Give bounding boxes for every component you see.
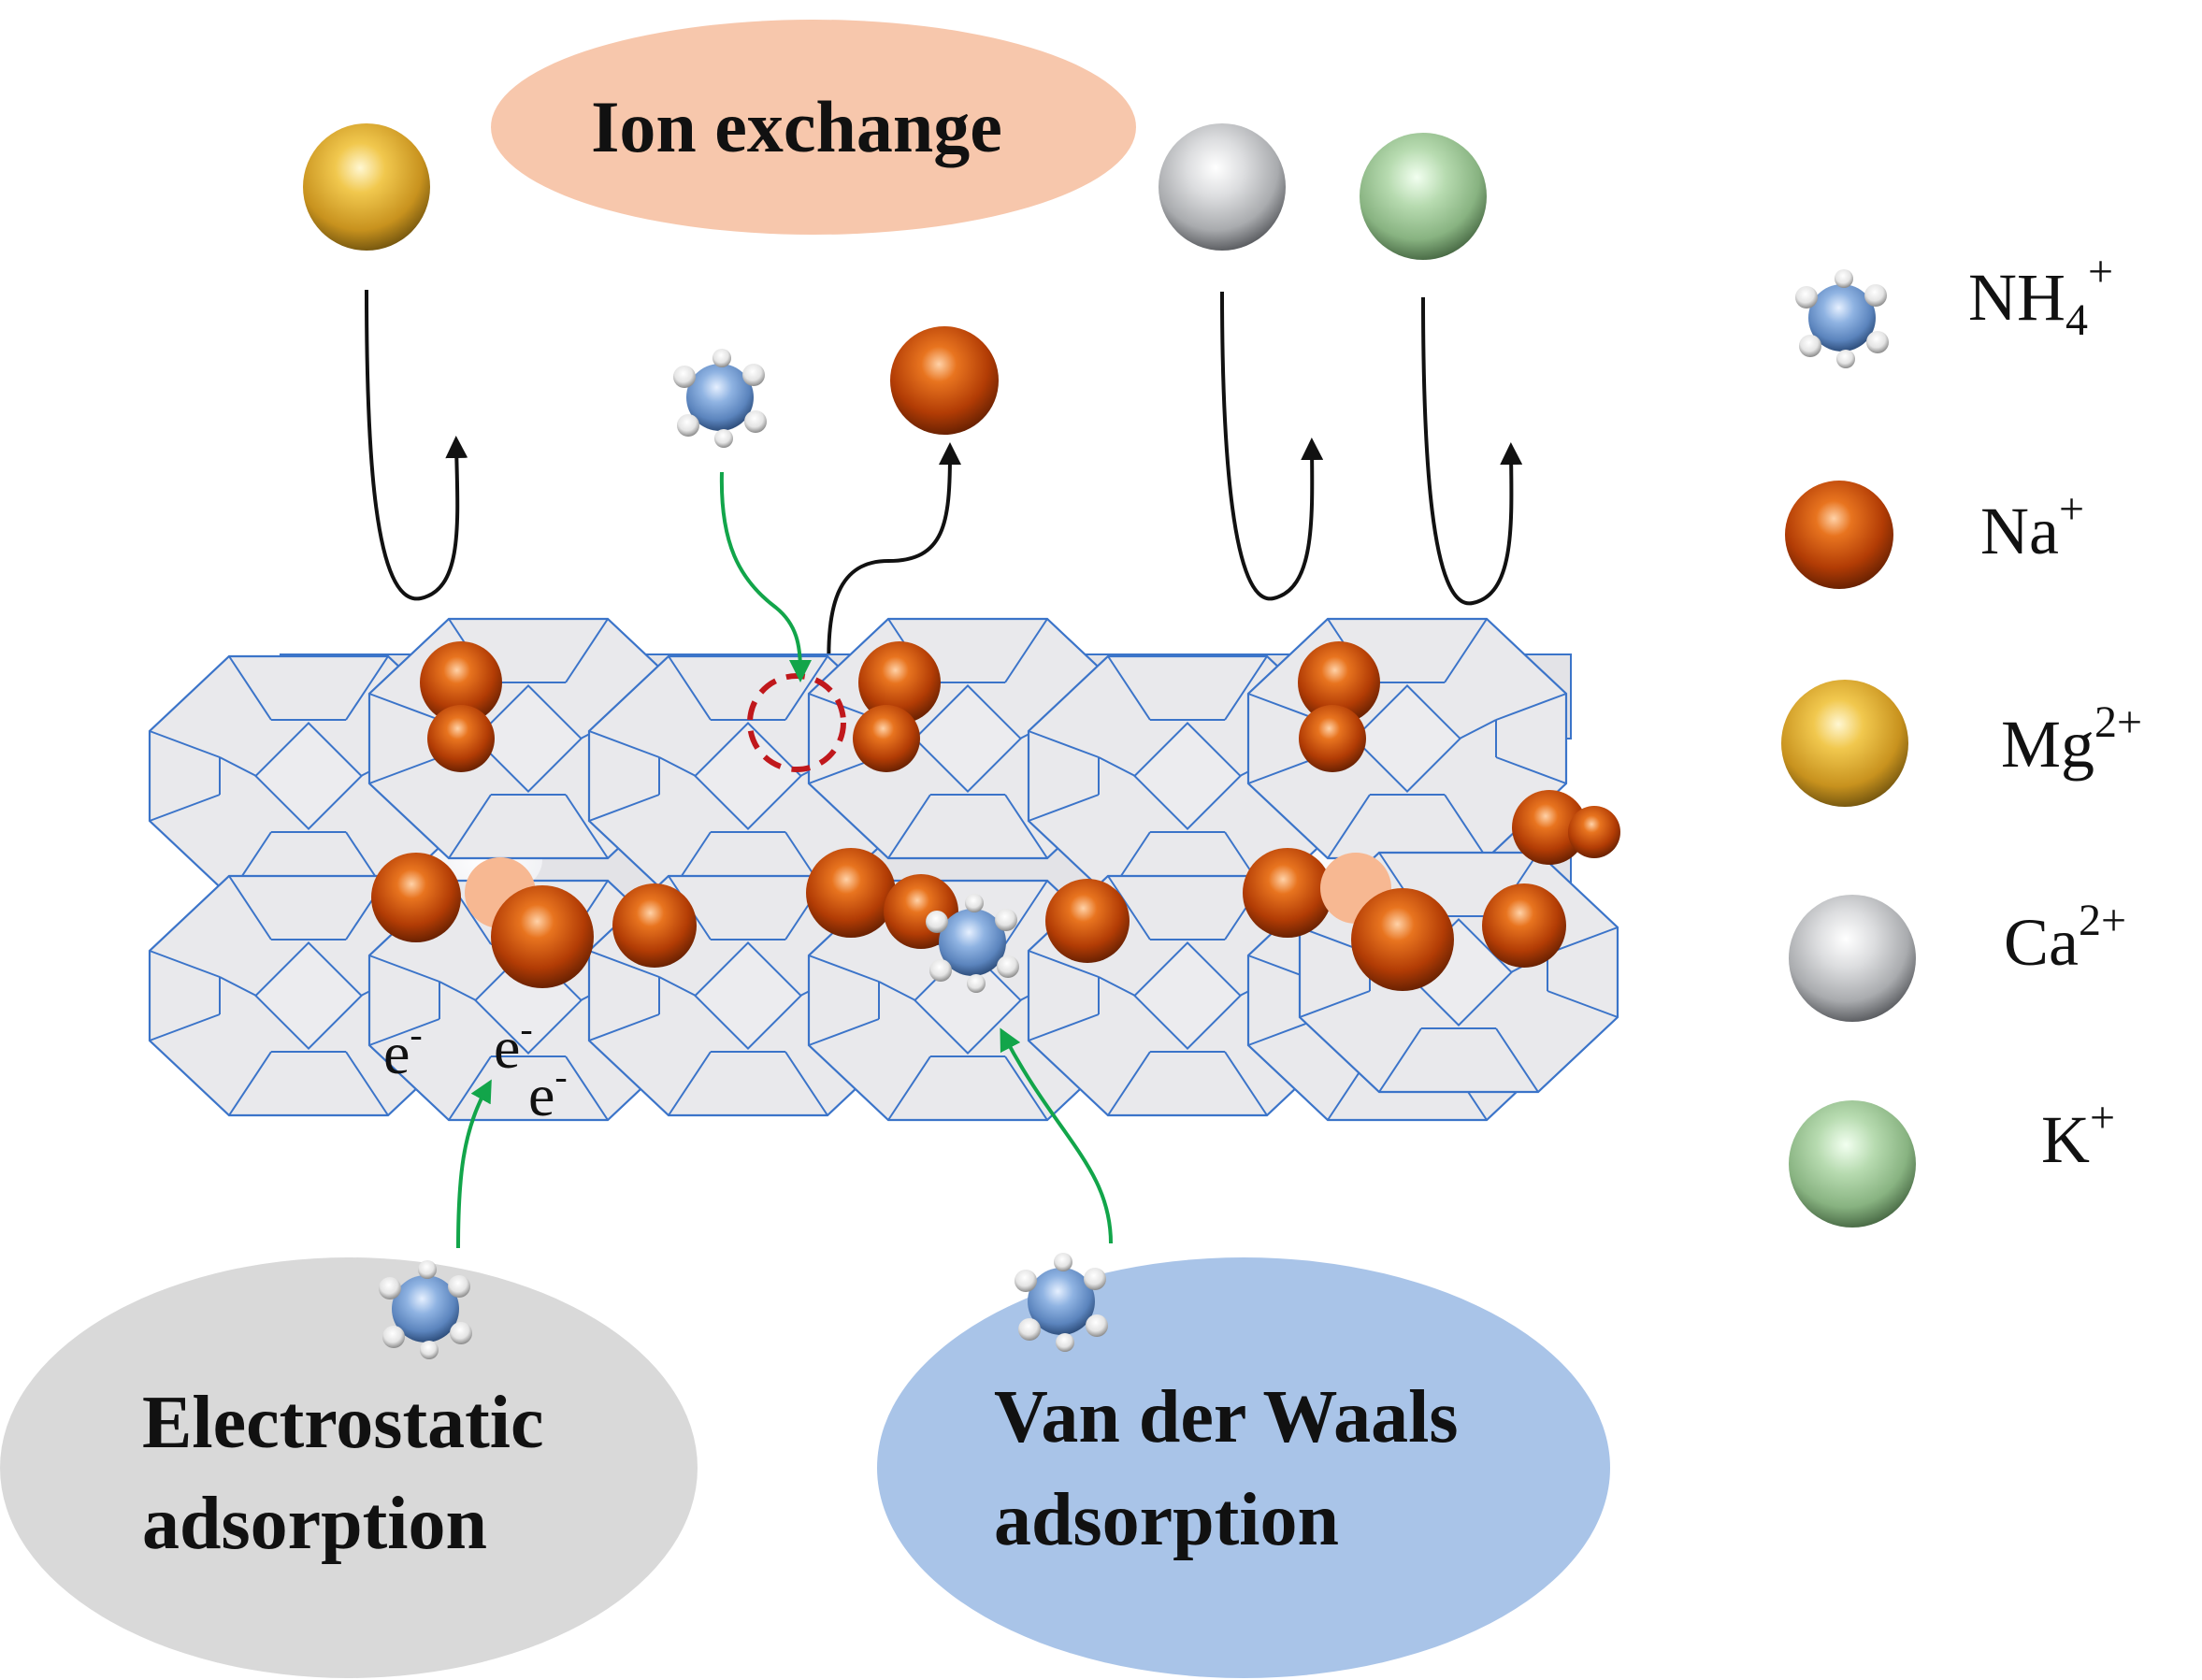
sodium-icon	[1785, 481, 1893, 589]
sodium-site	[612, 883, 697, 968]
legend-label-ammonium: NH4+	[1968, 247, 2113, 345]
electrostatic-text-line2: adsorption	[142, 1483, 487, 1565]
sodium-site	[1568, 806, 1620, 858]
vdw-adsorption-label: Van der Waals adsorption	[877, 1257, 1610, 1678]
sodium-site	[371, 853, 461, 942]
magnesium-ion	[303, 123, 430, 251]
legend-label-calcium: Ca2+	[2004, 896, 2126, 980]
sodium-site	[1299, 705, 1366, 772]
sodium-site	[806, 848, 896, 938]
sodium-site	[1512, 790, 1587, 865]
ammonium-icon	[1795, 269, 1889, 368]
legend-label-magnesium: Mg2+	[2001, 697, 2142, 782]
magnesium-exit-arrow	[365, 289, 468, 601]
electron-label: e-	[494, 1008, 533, 1081]
electrostatic-ellipse	[0, 1257, 698, 1678]
ammonium-entry-arrow	[719, 471, 812, 682]
sodium-ion-released	[890, 326, 999, 435]
calcium-ion	[1159, 123, 1286, 251]
legend-label-potassium: K+	[2041, 1093, 2115, 1177]
sodium-site	[420, 641, 502, 724]
vdw-ellipse	[877, 1257, 1610, 1678]
legend-label-sodium: Na+	[1980, 484, 2084, 568]
vdw-text-line1: Van der Waals	[994, 1376, 1458, 1458]
electrostatic-adsorption-label: Electrostatic adsorption	[0, 1257, 698, 1678]
ion-exchange-text: Ion exchange	[591, 86, 1002, 167]
calcium-icon	[1789, 895, 1916, 1022]
sodium-site	[1298, 641, 1380, 724]
calcium-exit-arrow	[1220, 291, 1324, 601]
potassium-icon	[1789, 1100, 1916, 1228]
electron-label: e-	[383, 1013, 423, 1086]
legend: NH4+ Na+ Mg2+ Ca2+ K+	[1781, 247, 2142, 1228]
sodium-site	[1045, 879, 1130, 963]
sodium-site	[427, 705, 495, 772]
electrostatic-text-line1: Electrostatic	[142, 1382, 543, 1464]
potassium-ion	[1360, 133, 1487, 260]
ammonium-ion-entering	[673, 349, 767, 448]
sodium-site	[491, 885, 594, 988]
sodium-site	[853, 705, 920, 772]
potassium-exit-arrow	[1421, 296, 1523, 606]
ion-exchange-label: Ion exchange	[491, 20, 1136, 235]
electron-charges: e- e- e-	[383, 1008, 568, 1128]
electron-label: e-	[528, 1055, 568, 1128]
sodium-site	[1351, 888, 1454, 991]
magnesium-icon	[1781, 680, 1908, 807]
sodium-site	[858, 641, 941, 724]
zeolite-framework	[148, 617, 1620, 1122]
sodium-site	[1243, 848, 1332, 938]
ion-exchange-ellipse	[491, 20, 1136, 235]
electrostatic-arrow	[456, 1079, 492, 1249]
vdw-arrow	[1000, 1027, 1113, 1244]
sodium-exit-arrow	[827, 442, 961, 693]
vdw-text-line2: adsorption	[994, 1479, 1339, 1561]
sodium-site	[1482, 883, 1566, 968]
